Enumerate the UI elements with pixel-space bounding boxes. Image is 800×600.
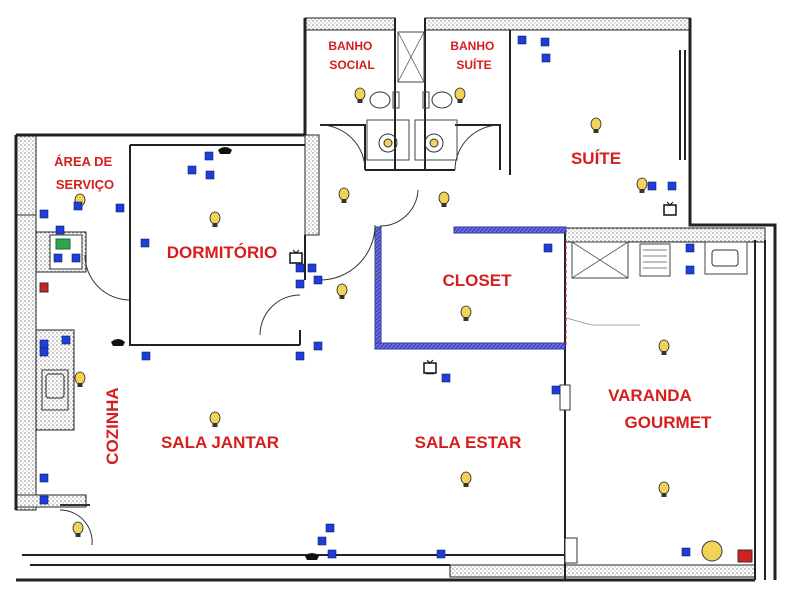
label-varanda-gourmet: VARANDA GOURMET (608, 386, 712, 432)
power-outlet-icon (543, 243, 553, 253)
light-bulb-icon (209, 211, 221, 227)
hatched-walls (15, 17, 766, 578)
room-labels: ÁREA DE SERVIÇO DORMITÓRIO BANHO SOCIAL … (54, 39, 712, 465)
power-outlet-icon (39, 209, 49, 219)
power-outlet-icon (39, 347, 49, 357)
power-outlet-icon (540, 37, 550, 47)
telephone-icon (218, 147, 232, 154)
label-cozinha: COZINHA (103, 387, 122, 464)
telephone-icon (111, 339, 125, 346)
power-outlet-icon (307, 263, 317, 273)
label-area-servico: ÁREA DE SERVIÇO (54, 154, 116, 192)
tv-point-icon (289, 249, 303, 264)
label-closet: CLOSET (443, 271, 513, 290)
light-bulb-icon (454, 87, 466, 103)
tv-point-icon (663, 201, 677, 216)
light-bulb-icon (336, 283, 348, 299)
power-outlet-icon (204, 151, 214, 161)
power-outlet-icon (205, 170, 215, 180)
power-outlet-icon (53, 253, 63, 263)
power-outlet-icon (141, 351, 151, 361)
label-sala-estar: SALA ESTAR (415, 433, 522, 452)
light-bulb-icon (636, 177, 648, 193)
power-outlet-icon (39, 495, 49, 505)
power-outlet-icon (685, 265, 695, 275)
light-bulb-icon (438, 191, 450, 207)
power-outlet-icon (667, 181, 677, 191)
light-bulb-icon (354, 87, 366, 103)
power-outlet-icon (187, 165, 197, 175)
label-banho-suite: BANHO SUÍTE (450, 39, 497, 72)
power-outlet-icon (313, 275, 323, 285)
power-outlet-icon (115, 203, 125, 213)
power-outlet-icon (685, 243, 695, 253)
power-outlet-icon (71, 253, 81, 263)
tv-points (289, 201, 677, 374)
fixtures (41, 31, 753, 564)
light-bulb-icon (658, 481, 670, 497)
power-outlet-icon (39, 473, 49, 483)
light-bulb-icon (338, 187, 350, 203)
power-outlet-icon (73, 201, 83, 211)
tv-point-icon (423, 359, 437, 374)
light-bulb-icon (209, 411, 221, 427)
power-outlet-icon (541, 53, 551, 63)
power-outlet-icon (295, 263, 305, 273)
power-outlet-icon (317, 536, 327, 546)
light-bulb-icon (74, 371, 86, 387)
power-outlets (39, 35, 695, 559)
power-outlet-icon (441, 373, 451, 383)
power-outlet-icon (39, 339, 49, 349)
light-bulbs (72, 87, 670, 537)
light-bulb-icon (658, 339, 670, 355)
telephone-icon (305, 553, 319, 560)
label-suite: SUÍTE (571, 149, 621, 168)
door-swings (59, 124, 501, 546)
power-outlet-icon (436, 549, 446, 559)
alarm-point (39, 282, 49, 293)
power-outlet-icon (681, 547, 691, 557)
power-outlet-icon (140, 238, 150, 248)
walls (14, 18, 777, 582)
power-outlet-icon (325, 523, 335, 533)
power-outlet-icon (61, 335, 71, 345)
light-bulb-icon (460, 471, 472, 487)
light-bulb-icon (72, 521, 84, 537)
power-outlet-icon (295, 351, 305, 361)
label-sala-jantar: SALA JANTAR (161, 433, 279, 452)
power-outlet-icon (517, 35, 527, 45)
light-bulb-icon (460, 305, 472, 321)
power-outlet-icon (295, 279, 305, 289)
power-outlet-icon (313, 341, 323, 351)
power-outlet-icon (55, 225, 65, 235)
power-outlet-icon (551, 385, 561, 395)
power-outlet-icon (647, 181, 657, 191)
closet-wall (374, 226, 640, 350)
light-bulb-icon (590, 117, 602, 133)
telephones (111, 147, 319, 560)
power-outlet-icon (327, 549, 337, 559)
label-banho-social: BANHO SOCIAL (328, 39, 375, 72)
label-dormitorio: DORMITÓRIO (167, 243, 278, 262)
